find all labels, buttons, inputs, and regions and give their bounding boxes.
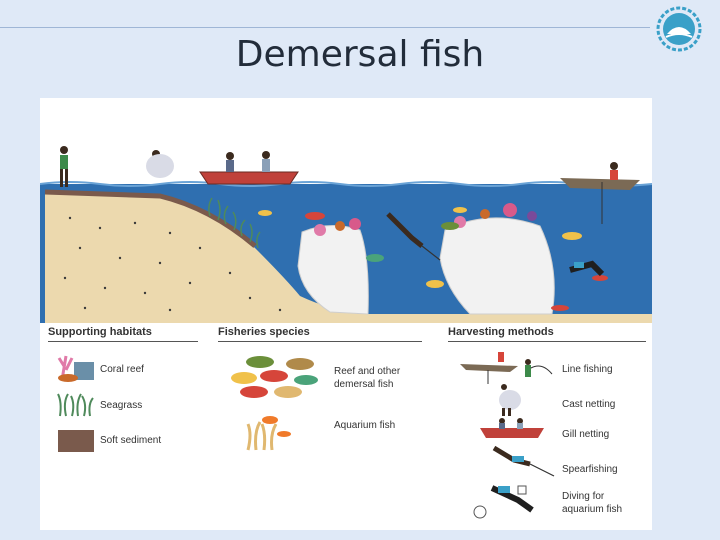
harvesting-methods-title: Harvesting methods bbox=[448, 326, 554, 338]
organization-logo-icon bbox=[656, 6, 702, 52]
aquarium-fish-label: Aquarium fish bbox=[334, 420, 396, 431]
seagrass-label: Seagrass bbox=[100, 400, 143, 411]
line-fishing-canoe bbox=[560, 178, 640, 190]
seagrass-patch bbox=[208, 197, 261, 249]
fisheries-diagram: Supporting habitats Fisheries species Ha… bbox=[40, 98, 652, 530]
spearfishing-icon bbox=[492, 445, 555, 477]
reef-fish-label-line1: Reef and other bbox=[334, 366, 401, 377]
top-rule bbox=[0, 27, 650, 28]
reef-fish-school bbox=[258, 207, 608, 311]
fishers bbox=[60, 146, 618, 224]
diving-label-line2: aquarium fish bbox=[562, 504, 623, 515]
coral-reef-right bbox=[439, 217, 555, 315]
diving-label-line1: Diving for bbox=[562, 491, 605, 502]
line-fishing-icon bbox=[460, 352, 553, 384]
spearfishing-diver bbox=[386, 212, 441, 261]
gill-netting-boat bbox=[199, 171, 299, 185]
harvesting-methods-rule bbox=[448, 341, 646, 342]
supporting-habitats-rule bbox=[48, 341, 198, 342]
reef-fish-label-line2: demersal fish bbox=[334, 379, 394, 390]
sand-shore bbox=[45, 194, 652, 323]
soft-sediment-swatch bbox=[58, 430, 94, 452]
aquarium-fish-icon bbox=[246, 416, 291, 451]
coral-colonies bbox=[314, 203, 537, 236]
cast-netting-icon bbox=[499, 384, 521, 416]
fisheries-species-rule bbox=[218, 341, 422, 342]
habitat-scene bbox=[40, 98, 652, 323]
seagrass-icon bbox=[57, 393, 94, 417]
coral-reef-label: Coral reef bbox=[100, 364, 144, 375]
gill-netting-label: Gill netting bbox=[562, 429, 610, 440]
gill-netting-icon bbox=[480, 418, 544, 438]
soft-sediment-layer bbox=[44, 189, 257, 248]
aquarium-diver bbox=[569, 260, 605, 277]
supporting-habitats-title: Supporting habitats bbox=[48, 326, 152, 338]
reef-fish-icon bbox=[231, 356, 318, 398]
slide-title: Demersal fish bbox=[235, 34, 485, 75]
cast-netting-label: Cast netting bbox=[562, 399, 616, 410]
line-fishing-label: Line fishing bbox=[562, 364, 613, 375]
coral-reef-icon bbox=[57, 355, 94, 382]
fisheries-species-title: Fisheries species bbox=[218, 326, 310, 338]
soft-sediment-label: Soft sediment bbox=[100, 435, 162, 446]
spearfishing-label: Spearfishing bbox=[562, 464, 618, 475]
diving-icon bbox=[473, 485, 534, 519]
